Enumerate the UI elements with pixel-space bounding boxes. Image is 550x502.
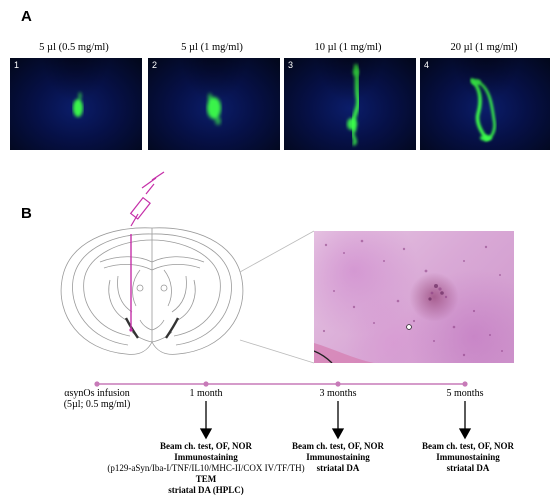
striatum-mark-left [124,317,139,339]
image-2-vignette [148,58,280,150]
timeline-label-5-months: 5 months [446,388,484,399]
timeline-label-1-month: 1 month [189,388,223,399]
proc-2-line1: Beam ch. test, OF, NOR [292,441,384,451]
proc-1-line4: TEM [195,474,217,484]
image-4-label: 20 µl (1 mg/ml) [450,42,518,53]
timeline-label-infusion: αsynOs infusion (5µl; 0.5 mg/ml) [47,388,147,410]
fluorescence-image-3: 3 [284,58,416,150]
image-1-label: 5 µl (0.5 mg/ml) [39,42,109,53]
arrowhead-1 [199,428,213,440]
striatum-mark-right [165,317,180,339]
timeline-point-1 [203,381,209,387]
fluorescence-image-1: 1 [10,58,142,150]
procedures-1-month: Beam ch. test, OF, NOR Immunostaining (p… [86,441,326,496]
timeline-point-3 [462,381,468,387]
tissue-edge [314,343,374,363]
arrowhead-3 [458,428,472,440]
timeline-point-0 [94,381,100,387]
fluorescence-image-2: 2 [148,58,280,150]
proc-1-line3: (p129-aSyn/Iba-I/TNF/IL10/MHC-II/COX IV/… [107,463,305,473]
proc-2-line2: Immunostaining [306,452,370,462]
injection-point [129,328,133,332]
brain-schematic [60,171,244,355]
procedures-3-months: Beam ch. test, OF, NOR Immunostaining st… [278,441,398,474]
syringe-icon [129,171,165,330]
panel-a-letter: A [21,8,32,25]
arrowhead-2 [331,428,345,440]
fluorescence-image-4: 4 [420,58,550,150]
proc-1-line2: Immunostaining [174,452,238,462]
infusion-label-line2: (5µl; 0.5 mg/ml) [63,399,131,410]
histology-texture [314,239,503,363]
proc-1-line5: striatal DA (HPLC) [168,485,244,495]
infusion-label-line1: αsynOs infusion [64,388,130,399]
proc-2-line3: striatal DA [316,463,360,473]
image-3-vignette [284,58,416,150]
histology-image [314,231,514,363]
panel-b-letter: B [21,205,32,222]
histology-marker [406,324,412,330]
image-2-label: 5 µl (1 mg/ml) [181,42,243,53]
image-1-vignette [10,58,142,150]
proc-3-line2: Immunostaining [436,452,500,462]
proc-1-line1: Beam ch. test, OF, NOR [160,441,252,451]
procedures-5-months: Beam ch. test, OF, NOR Immunostaining st… [408,441,528,474]
timeline-label-3-months: 3 months [319,388,357,399]
image-3-label: 10 µl (1 mg/ml) [314,42,382,53]
proc-3-line3: striatal DA [446,463,490,473]
image-4-vignette [420,58,550,150]
timeline-point-2 [335,381,341,387]
proc-3-line1: Beam ch. test, OF, NOR [422,441,514,451]
